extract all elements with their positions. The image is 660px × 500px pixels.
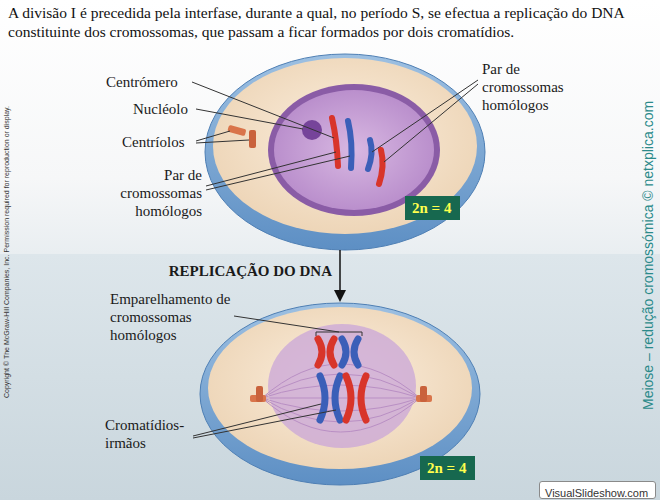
lower-ground [0, 254, 660, 500]
ploidy-box: 2n = 4 [405, 196, 460, 220]
centriole [420, 386, 427, 402]
cytoplasm [208, 307, 472, 469]
part-label: Centríolos [122, 133, 185, 151]
leader-line [206, 156, 350, 190]
chromosome [368, 140, 372, 169]
copyright-note: Copyright © The McGraw-Hill Companies, I… [2, 106, 11, 398]
chromosome [346, 376, 366, 420]
cell-membrane [200, 303, 480, 485]
leader-line [196, 131, 230, 141]
leader-line [196, 109, 303, 129]
leader-line [192, 82, 334, 138]
site-badge: VisualSlideshow.com [539, 481, 656, 499]
process-arrow [339, 250, 341, 292]
part-label: Emparelhamento de cromossomas homólogos [110, 290, 236, 344]
chromosome [342, 339, 358, 365]
part-label: Par de cromossomas homólogos [482, 60, 582, 114]
process-label: REPLICAÇÃO DO DNA [169, 262, 332, 280]
nucleoplasm [274, 90, 434, 210]
nuclear-region [268, 324, 416, 448]
leader-line [193, 404, 321, 436]
node-text: VisualSlideshow.com [545, 486, 648, 500]
chromosome [318, 339, 334, 365]
chromosome [379, 150, 383, 184]
watermark: Meiose – redução cromossómica © netxplic… [640, 101, 657, 410]
leader-line [234, 316, 339, 332]
leader-line [206, 152, 336, 186]
prophase-cell [200, 303, 480, 485]
node-text: 2n = 4 [412, 199, 451, 217]
spindle-fiber [262, 398, 420, 411]
interphase-cell [205, 54, 485, 250]
cytoplasm [213, 58, 477, 234]
leader-line [372, 80, 478, 152]
node-text: 2n = 4 [427, 459, 466, 477]
cell-membrane [205, 54, 485, 250]
centriole [227, 125, 246, 136]
centriole [256, 386, 263, 402]
part-label: Centrómero [106, 73, 178, 91]
ploidy-box: 2n = 4 [420, 456, 475, 480]
chromosome [320, 376, 340, 420]
nucleolus [302, 120, 322, 140]
leader-line [384, 84, 478, 162]
centriole [249, 130, 256, 148]
arrow-head [334, 290, 346, 302]
spindle-fiber [262, 398, 420, 399]
part-label: Nucléolo [133, 100, 188, 118]
spindle-fiber [262, 385, 420, 398]
part-label: Par de cromossomas homólogos [106, 166, 202, 220]
chromosome [348, 121, 352, 168]
part-label: Cromatídios-irmãos [105, 416, 200, 452]
slide-heading: A divisão I é precedida pela interfase, … [8, 3, 654, 41]
upper-ground [0, 0, 660, 254]
leader-line [196, 140, 249, 143]
pairing-bracket [316, 332, 362, 336]
leader-line [193, 410, 336, 438]
